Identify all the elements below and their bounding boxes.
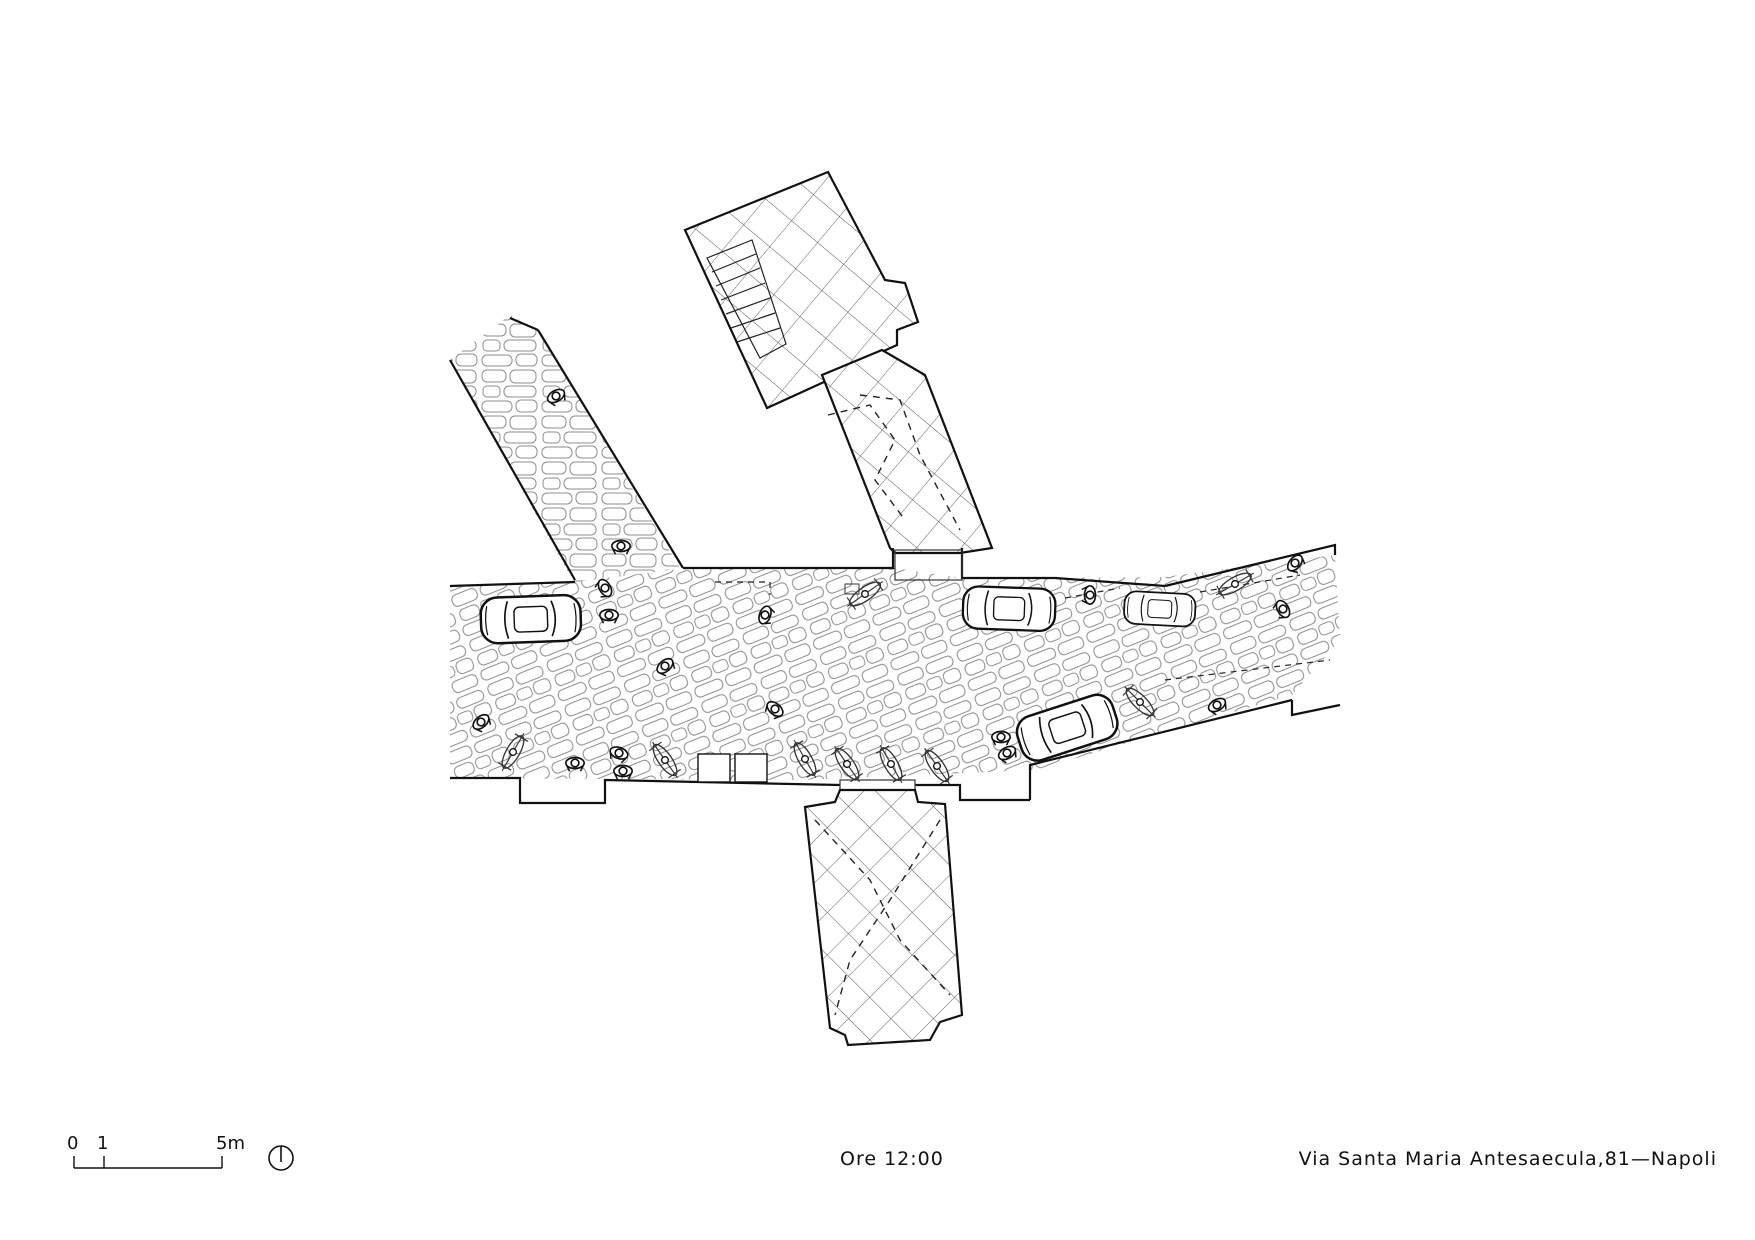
scale-tick-0: 0	[67, 1133, 79, 1154]
grate-1	[697, 753, 731, 783]
building-north-corridor	[820, 348, 994, 555]
pedestrian-13	[991, 730, 1011, 747]
stairs	[706, 239, 787, 359]
pedestrian-2	[611, 539, 631, 556]
pedestrian-9	[565, 756, 585, 773]
drain	[844, 583, 860, 595]
car-1	[478, 593, 583, 646]
time-label: Ore 12:00	[840, 1148, 944, 1170]
scale-tick-5m: 5m	[216, 1133, 245, 1154]
grate-2	[734, 753, 768, 783]
pedestrian-11	[613, 764, 633, 781]
north-side-street	[449, 315, 684, 585]
scale-bar	[73, 1156, 223, 1169]
north-arrow-icon	[268, 1145, 294, 1171]
pedestrian-4	[599, 608, 619, 625]
address-label: Via Santa Maria Antesaecula,81—Napoli	[1298, 1148, 1717, 1170]
building-south	[803, 788, 964, 1047]
car-3	[1122, 589, 1198, 629]
car-2	[961, 584, 1058, 633]
building-north	[683, 170, 920, 410]
doorstep-north	[894, 549, 963, 581]
scale-tick-1: 1	[97, 1133, 109, 1154]
pedestrian-12	[1080, 585, 1097, 605]
